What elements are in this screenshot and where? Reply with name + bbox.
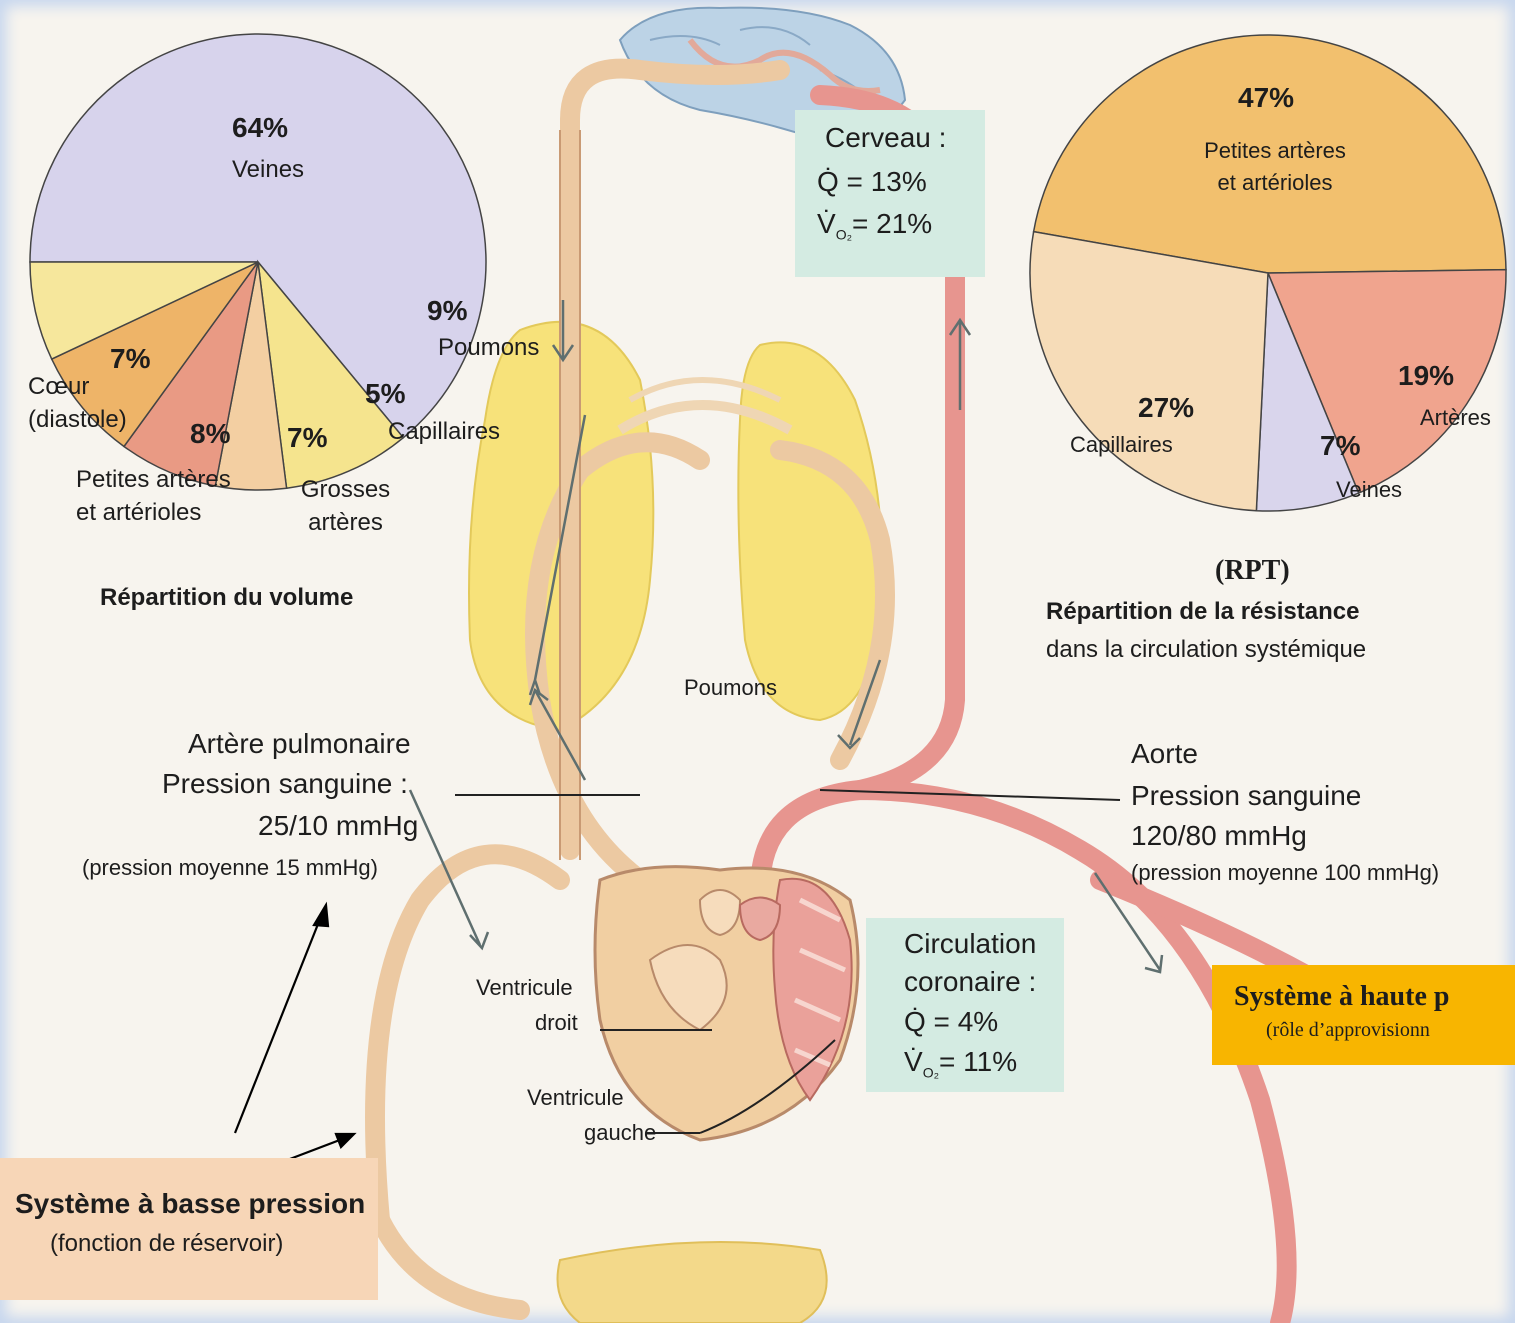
resistance-pie-title: Répartition de la résistance bbox=[1046, 598, 1359, 626]
low-pressure-title: Système à basse pression bbox=[15, 1188, 365, 1220]
label-ventricule-droit-1: Ventricule bbox=[476, 975, 573, 1000]
resistance-label-petites-arteres-2: et artérioles bbox=[1175, 170, 1375, 195]
resistance-pie-subtitle: dans la circulation systémique bbox=[1046, 636, 1366, 664]
aorta-pressure-label: Pression sanguine bbox=[1131, 780, 1361, 812]
brain-info-box: Cerveau : Q̇ = 13% V̇O₂= 21% bbox=[795, 110, 985, 277]
aorta-mean: (pression moyenne 100 mmHg) bbox=[1131, 860, 1439, 885]
pulmonary-artery-pressure-label: Pression sanguine : bbox=[162, 768, 408, 800]
resistance-label-capillaires: Capillaires bbox=[1070, 432, 1173, 457]
resistance-label-arteres: Artères bbox=[1420, 405, 1491, 430]
high-pressure-subtitle: (rôle d’approvisionn bbox=[1266, 1019, 1430, 1042]
low-pressure-subtitle: (fonction de réservoir) bbox=[50, 1230, 283, 1258]
brain-vo2: V̇O₂= 21% bbox=[817, 208, 932, 243]
resistance-pct-veines: 7% bbox=[1320, 430, 1360, 462]
coronary-info-box: Circulation coronaire : Q̇ = 4% V̇O₂= 11… bbox=[866, 918, 1064, 1092]
low-pressure-box: Système à basse pression (fonction de ré… bbox=[0, 1158, 378, 1300]
resistance-pct-petites-arteres: 47% bbox=[1238, 82, 1294, 114]
high-pressure-title: Système à haute p bbox=[1234, 981, 1449, 1013]
aorta-title: Aorte bbox=[1131, 738, 1198, 770]
coronary-flow: Q̇ = 4% bbox=[904, 1006, 998, 1038]
pulmonary-artery-pressure-value: 25/10 mmHg bbox=[258, 810, 418, 842]
high-pressure-box: Système à haute p (rôle d’approvisionn bbox=[1212, 965, 1515, 1065]
pulmonary-artery-title: Artère pulmonaire bbox=[188, 728, 411, 760]
coronary-vo2: V̇O₂= 11% bbox=[904, 1046, 1017, 1081]
resistance-pct-capillaires: 27% bbox=[1138, 392, 1194, 424]
label-ventricule-gauche-2: gauche bbox=[584, 1120, 656, 1145]
brain-title: Cerveau : bbox=[825, 122, 946, 154]
brain-flow: Q̇ = 13% bbox=[817, 166, 927, 198]
label-ventricule-gauche-1: Ventricule bbox=[527, 1085, 624, 1110]
aorta-pressure-value: 120/80 mmHg bbox=[1131, 820, 1307, 852]
resistance-pct-arteres: 19% bbox=[1398, 360, 1454, 392]
coronary-title-1: Circulation bbox=[904, 928, 1036, 960]
resistance-label-petites-arteres-1: Petites artères bbox=[1175, 138, 1375, 163]
label-ventricule-droit-2: droit bbox=[535, 1010, 578, 1035]
pulmonary-artery-mean: (pression moyenne 15 mmHg) bbox=[82, 855, 378, 880]
resistance-slice-3 bbox=[1030, 232, 1268, 511]
coronary-title-2: coronaire : bbox=[904, 966, 1036, 998]
resistance-tag: (RPT) bbox=[1215, 555, 1290, 587]
resistance-label-veines: Veines bbox=[1336, 477, 1402, 502]
label-poumons: Poumons bbox=[684, 675, 777, 700]
